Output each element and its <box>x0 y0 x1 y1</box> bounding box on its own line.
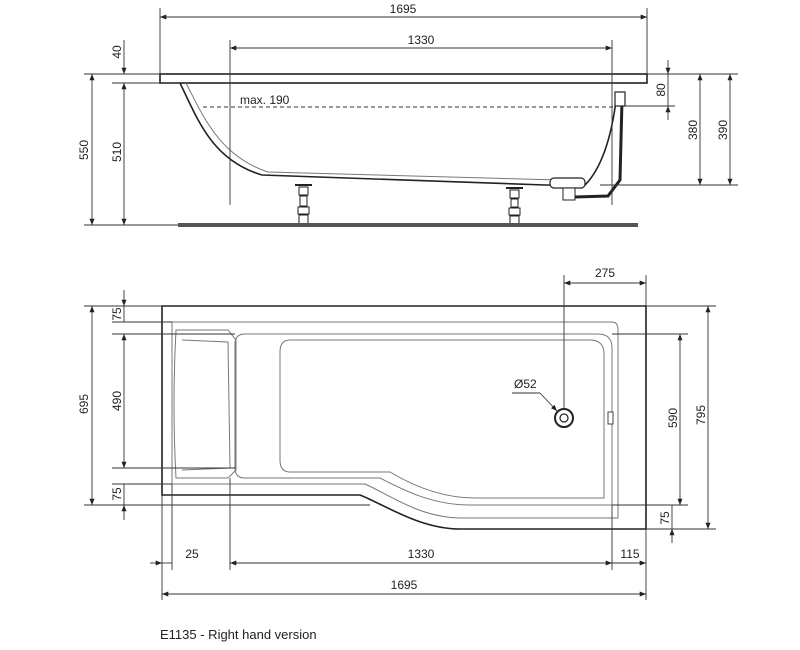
bath-plan-outline <box>161 305 647 530</box>
dim-inner-length-side: 1330 <box>408 33 435 47</box>
bath-floor <box>279 339 605 499</box>
headrest <box>173 329 237 479</box>
dim-rim-height: 40 <box>110 45 124 59</box>
dim-waste-height: 380 <box>686 120 700 140</box>
overflow-fitting <box>614 91 626 107</box>
dim-body-height: 510 <box>110 142 124 162</box>
dim-inner-width: 490 <box>110 391 124 411</box>
bath-inner-wall <box>185 82 561 181</box>
dim-overall-length-plan: 1695 <box>391 578 418 592</box>
side-view: 1695 1330 max. 190 40 510 550 80 380 390 <box>77 2 738 227</box>
dim-total-height: 550 <box>77 140 91 160</box>
dim-tub-height: 390 <box>716 120 730 140</box>
bath-well <box>234 333 613 506</box>
dim-shower-width: 590 <box>666 408 680 428</box>
dim-rim-top: 75 <box>110 307 124 321</box>
dim-overall-width-wide: 795 <box>694 405 708 425</box>
headrest-inner <box>181 339 231 471</box>
dim-waste-offset: 275 <box>595 266 615 280</box>
plan-view: Ø52 275 75 490 75 695 590 795 <box>77 266 716 600</box>
label-max-water: max. 190 <box>240 93 290 107</box>
dim-overall-length-side: 1695 <box>390 2 417 16</box>
overflow-plan <box>607 411 614 425</box>
bath-body-outline <box>179 82 618 186</box>
dim-overflow-drop: 80 <box>654 83 668 97</box>
waste-fitting <box>549 177 586 189</box>
dim-inner-length-plan: 1330 <box>408 547 435 561</box>
label-waste-diameter: Ø52 <box>514 377 537 391</box>
bath-rim <box>159 73 648 84</box>
drawing-caption: E1135 - Right hand version <box>160 627 317 642</box>
dim-shower-rim: 75 <box>658 511 672 525</box>
dim-right-rim: 115 <box>620 547 639 561</box>
dim-overall-width: 695 <box>77 394 91 414</box>
leg-right <box>506 187 523 225</box>
bath-plan-rim-inner <box>171 321 619 519</box>
dim-rim-bottom: 75 <box>110 487 124 501</box>
leg-left <box>295 184 312 225</box>
trap <box>562 187 576 201</box>
dim-left-rim: 25 <box>185 547 199 561</box>
